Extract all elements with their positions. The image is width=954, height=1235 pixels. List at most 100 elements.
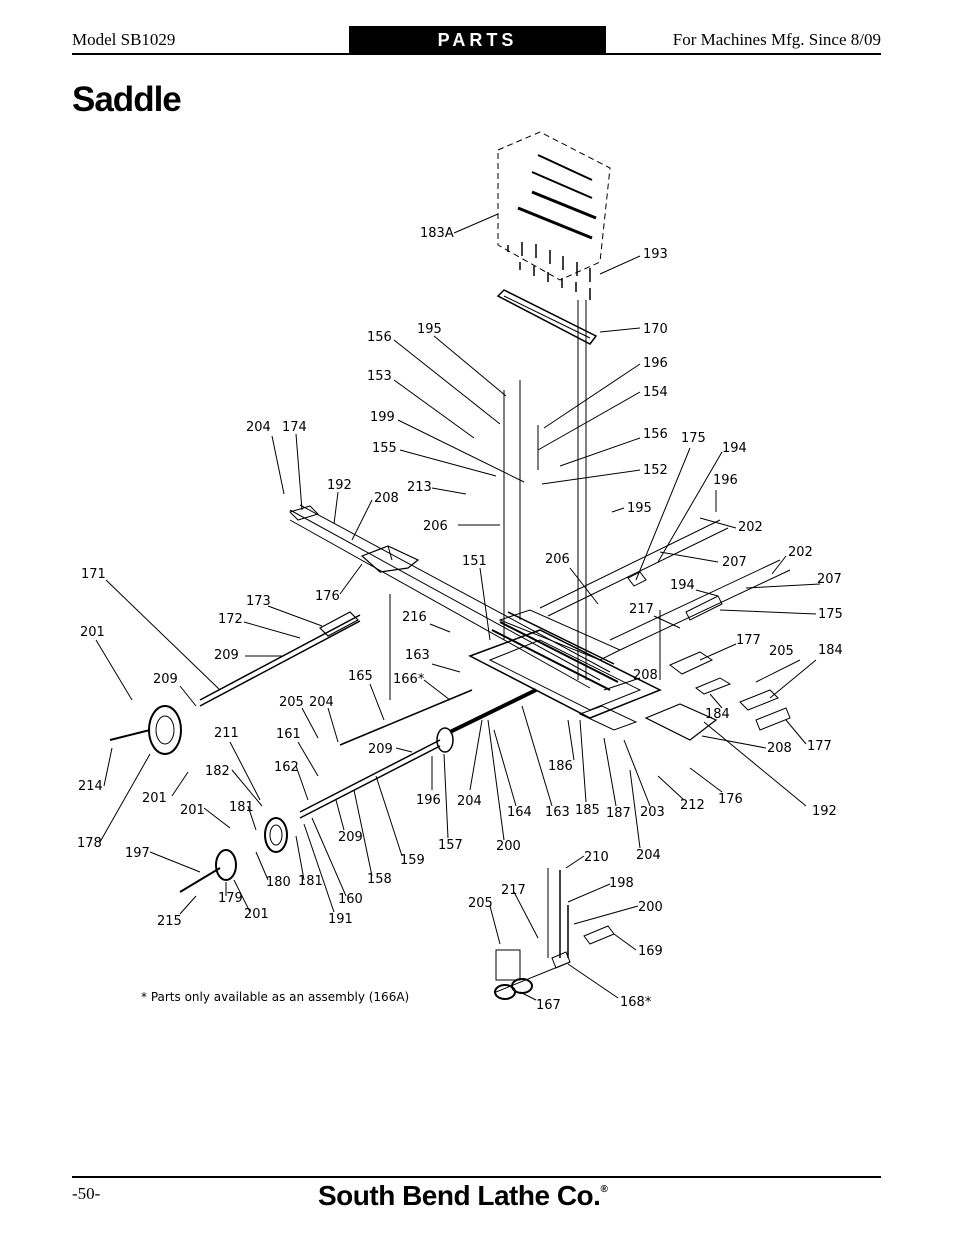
callout-177: 177 (807, 739, 832, 754)
callout-201: 201 (142, 791, 167, 806)
callout-184: 184 (705, 707, 730, 722)
assembly-note: * Parts only available as an assembly (1… (141, 990, 410, 1004)
callout-167: 167 (536, 998, 561, 1013)
callout-187: 187 (606, 806, 631, 821)
callout-180: 180 (266, 875, 291, 890)
callout-178: 178 (77, 836, 102, 851)
callout-205: 205 (279, 695, 304, 710)
callout-181: 181 (229, 800, 254, 815)
callout-210: 210 (584, 850, 609, 865)
callout-209: 209 (214, 648, 239, 663)
callout-182: 182 (205, 764, 230, 779)
callout-195: 195 (417, 322, 442, 337)
callout-185: 185 (575, 803, 600, 818)
callout-201: 201 (180, 803, 205, 818)
brand-logo: South Bend Lathe Co.® (318, 1180, 608, 1212)
callout-156: 156 (367, 330, 392, 345)
callout-158: 158 (367, 872, 392, 887)
callout-204: 204 (636, 848, 661, 863)
callout-208: 208 (374, 491, 399, 506)
callout-171: 171 (81, 567, 106, 582)
callout-195: 195 (627, 501, 652, 516)
page-number: -50- (72, 1184, 101, 1203)
callout-179: 179 (218, 891, 243, 906)
callout-184: 184 (818, 643, 843, 658)
callout-204: 204 (457, 794, 482, 809)
callout-155: 155 (372, 441, 397, 456)
callout-202: 202 (788, 545, 813, 560)
callout-159: 159 (400, 853, 425, 868)
callout-200: 200 (638, 900, 663, 915)
callout-201: 201 (244, 907, 269, 922)
callout-176: 176 (718, 792, 743, 807)
callout-194: 194 (670, 578, 695, 593)
callout-211: 211 (214, 726, 239, 741)
callout-156: 156 (643, 427, 668, 442)
callout-207: 207 (817, 572, 842, 587)
callout-213: 213 (407, 480, 432, 495)
callout-203: 203 (640, 805, 665, 820)
callout-193: 193 (643, 247, 668, 262)
footer-rule (72, 1176, 881, 1178)
callout-192: 192 (812, 804, 837, 819)
callout-177: 177 (736, 633, 761, 648)
callout-205: 205 (468, 896, 493, 911)
callout-174: 174 (282, 420, 307, 435)
callout-191: 191 (328, 912, 353, 927)
callout-206: 206 (423, 519, 448, 534)
callout-175: 175 (818, 607, 843, 622)
model-label: Model SB1029 (72, 30, 176, 49)
part-callouts: 183A 193 170 156 195 196 153 154 199 156… (77, 226, 843, 1013)
callout-196: 196 (713, 473, 738, 488)
callout-176: 176 (315, 589, 340, 604)
callout-168-star: 168* (620, 995, 652, 1010)
callout-207: 207 (722, 555, 747, 570)
callout-175: 175 (681, 431, 706, 446)
callout-186: 186 (548, 759, 573, 774)
callout-208: 208 (767, 741, 792, 756)
callout-172: 172 (218, 612, 243, 627)
callout-152: 152 (643, 463, 668, 478)
callout-153: 153 (367, 369, 392, 384)
callout-206: 206 (545, 552, 570, 567)
callout-166-star: 166* (393, 672, 425, 687)
callout-217: 217 (629, 602, 654, 617)
callout-198: 198 (609, 876, 634, 891)
registered-mark: ® (600, 1184, 608, 1195)
callout-204: 204 (309, 695, 334, 710)
callout-214: 214 (78, 779, 103, 794)
page-header: Model SB1029 PARTS For Machines Mfg. Sin… (72, 26, 881, 54)
callout-165: 165 (348, 669, 373, 684)
callout-161: 161 (276, 727, 301, 742)
callout-201: 201 (80, 625, 105, 640)
callout-170: 170 (643, 322, 668, 337)
page-title: Saddle (72, 80, 182, 119)
callout-196: 196 (643, 356, 668, 371)
brand-name: South Bend Lathe Co. (318, 1180, 601, 1211)
callout-209: 209 (153, 672, 178, 687)
callout-209: 209 (338, 830, 363, 845)
callout-151: 151 (462, 554, 487, 569)
callout-169: 169 (638, 944, 663, 959)
callout-202: 202 (738, 520, 763, 535)
callout-200: 200 (496, 839, 521, 854)
mfg-date-label: For Machines Mfg. Since 8/09 (672, 30, 881, 49)
callout-157: 157 (438, 838, 463, 853)
callout-208: 208 (633, 668, 658, 683)
header-rule (72, 53, 881, 55)
callout-173: 173 (246, 594, 271, 609)
callout-163: 163 (405, 648, 430, 663)
callout-194: 194 (722, 441, 747, 456)
section-tab: PARTS (349, 26, 606, 53)
callout-209: 209 (368, 742, 393, 757)
gib-assembly-outline (497, 131, 611, 281)
parts-diagram: 183A 193 170 156 195 196 153 154 199 156… (77, 131, 843, 1013)
callout-205: 205 (769, 644, 794, 659)
callout-183A: 183A (420, 226, 454, 241)
callout-199: 199 (370, 410, 395, 425)
callout-164: 164 (507, 805, 532, 820)
callout-163: 163 (545, 805, 570, 820)
callout-160: 160 (338, 892, 363, 907)
callout-197: 197 (125, 846, 150, 861)
callout-204: 204 (246, 420, 271, 435)
